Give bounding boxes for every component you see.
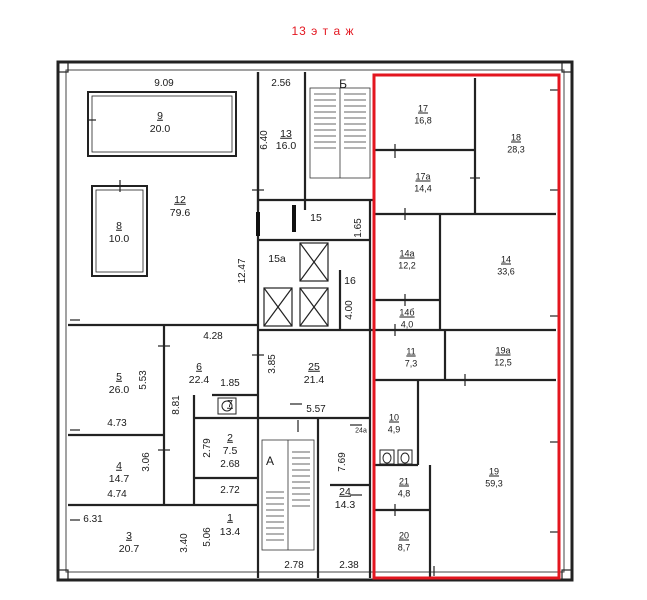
dimension-label: 1.85 [220,378,240,389]
room-24-area: 14.3 [334,498,356,511]
room-11-area: 7,3 [404,358,418,369]
stair-a-steps [266,451,310,541]
room-5-area: 26.0 [108,383,130,396]
dimension-label: 2.68 [220,459,240,470]
room-19a-area: 12,5 [494,357,512,368]
room-1-area: 13.4 [219,525,241,538]
room-7-number: 7 [227,397,233,410]
room-21-area: 4,8 [397,488,411,499]
room-9-area: 20.0 [149,122,171,135]
room-20-number: 20 [398,530,410,541]
room-3-area: 20.7 [118,542,140,555]
room-10-area: 4,9 [387,424,401,435]
room-14-area: 33,6 [497,266,515,277]
dimension-label: 5.57 [306,404,326,415]
dimension-label: 5.53 [138,370,149,390]
room-20-area: 8,7 [397,542,411,553]
room-24a-number: 24а [355,427,367,435]
room-18-number: 18 [510,132,522,143]
dimension-label: 2.56 [271,78,291,89]
room-13-number: 13 [280,127,292,140]
room-14b-number: 14б [399,307,415,318]
room-4-number: 4 [116,459,122,472]
room-14a-area: 12,2 [398,260,416,271]
room-19a-number: 19а [495,345,511,356]
room-8-number: 8 [116,219,122,232]
room-19-number: 19 [488,466,500,477]
room-14-number: 14 [500,254,512,265]
dimension-label: 9.09 [154,78,174,89]
room-14b-area: 4,0 [400,319,414,330]
room-5-number: 5 [116,370,122,383]
floor-title: 13 э т а ж [291,24,355,38]
room-25-number: 25 [308,360,320,373]
room-21-number: 21 [398,476,410,487]
dimension-label: 2.78 [284,560,304,571]
room-12-area: 79.6 [169,206,191,219]
dimension-label: 4.00 [344,300,355,320]
room-17-number: 17 [417,103,429,114]
outer-wall [56,60,574,582]
room-8-area: 10.0 [108,232,130,245]
outer-wall-inner [65,69,565,573]
room-6-area: 22.4 [188,373,210,386]
dimension-label: 2.72 [220,485,240,496]
room-2-number: 2 [227,431,233,444]
dimension-label: 6.31 [83,514,103,525]
elevators [263,242,329,327]
stair-a-label: А [265,454,275,468]
dimension-label: 8.81 [171,395,182,415]
room-9-outline [87,91,237,157]
room-3-number: 3 [126,529,132,542]
dimension-label: 4.28 [203,331,223,342]
dimension-label: 2.79 [202,438,213,458]
room-15a-number: 15а [268,252,286,265]
room-6-number: 6 [196,360,202,373]
room-4-area: 14.7 [108,472,130,485]
room-14a-number: 14а [399,248,415,259]
stair-b-label: Б [339,77,347,91]
dimension-label: 4.73 [107,418,127,429]
room-19-area: 59,3 [485,478,503,489]
room-24-number: 24 [339,485,351,498]
room-13-area: 16.0 [275,139,297,152]
stair-b-steps [314,93,366,149]
fixtures [217,397,413,465]
highlighted-zone [372,73,561,580]
room-17a-number: 17а [415,171,431,182]
room-10-number: 10 [388,412,400,423]
dimension-label: 5.06 [202,527,213,547]
dimension-label: 3.06 [141,452,152,472]
room-11-number: 11 [406,346,416,357]
dimension-label: 4.74 [107,489,127,500]
room-16-number: 16 [344,274,356,287]
dimension-label: 6.40 [259,130,270,150]
dimension-label: 12.47 [237,258,248,284]
room-18-area: 28,3 [507,144,525,155]
room-2-area: 7.5 [222,444,238,457]
dimension-label: 3.85 [267,354,278,374]
dimension-label: 2.38 [339,560,359,571]
room-12-number: 12 [174,193,186,206]
stair-a [261,439,315,551]
room-9-number: 9 [157,109,163,122]
room-15-number: 15 [310,211,322,224]
room-17a-area: 14,4 [414,183,432,194]
room-1-number: 1 [227,511,233,524]
dimension-label: 1.65 [353,218,364,238]
room-25-area: 21.4 [303,373,325,386]
room-17-area: 16,8 [414,115,432,126]
dimension-label: 7.69 [337,452,348,472]
stair-b [309,87,371,179]
dimension-label: 3.40 [179,533,190,553]
